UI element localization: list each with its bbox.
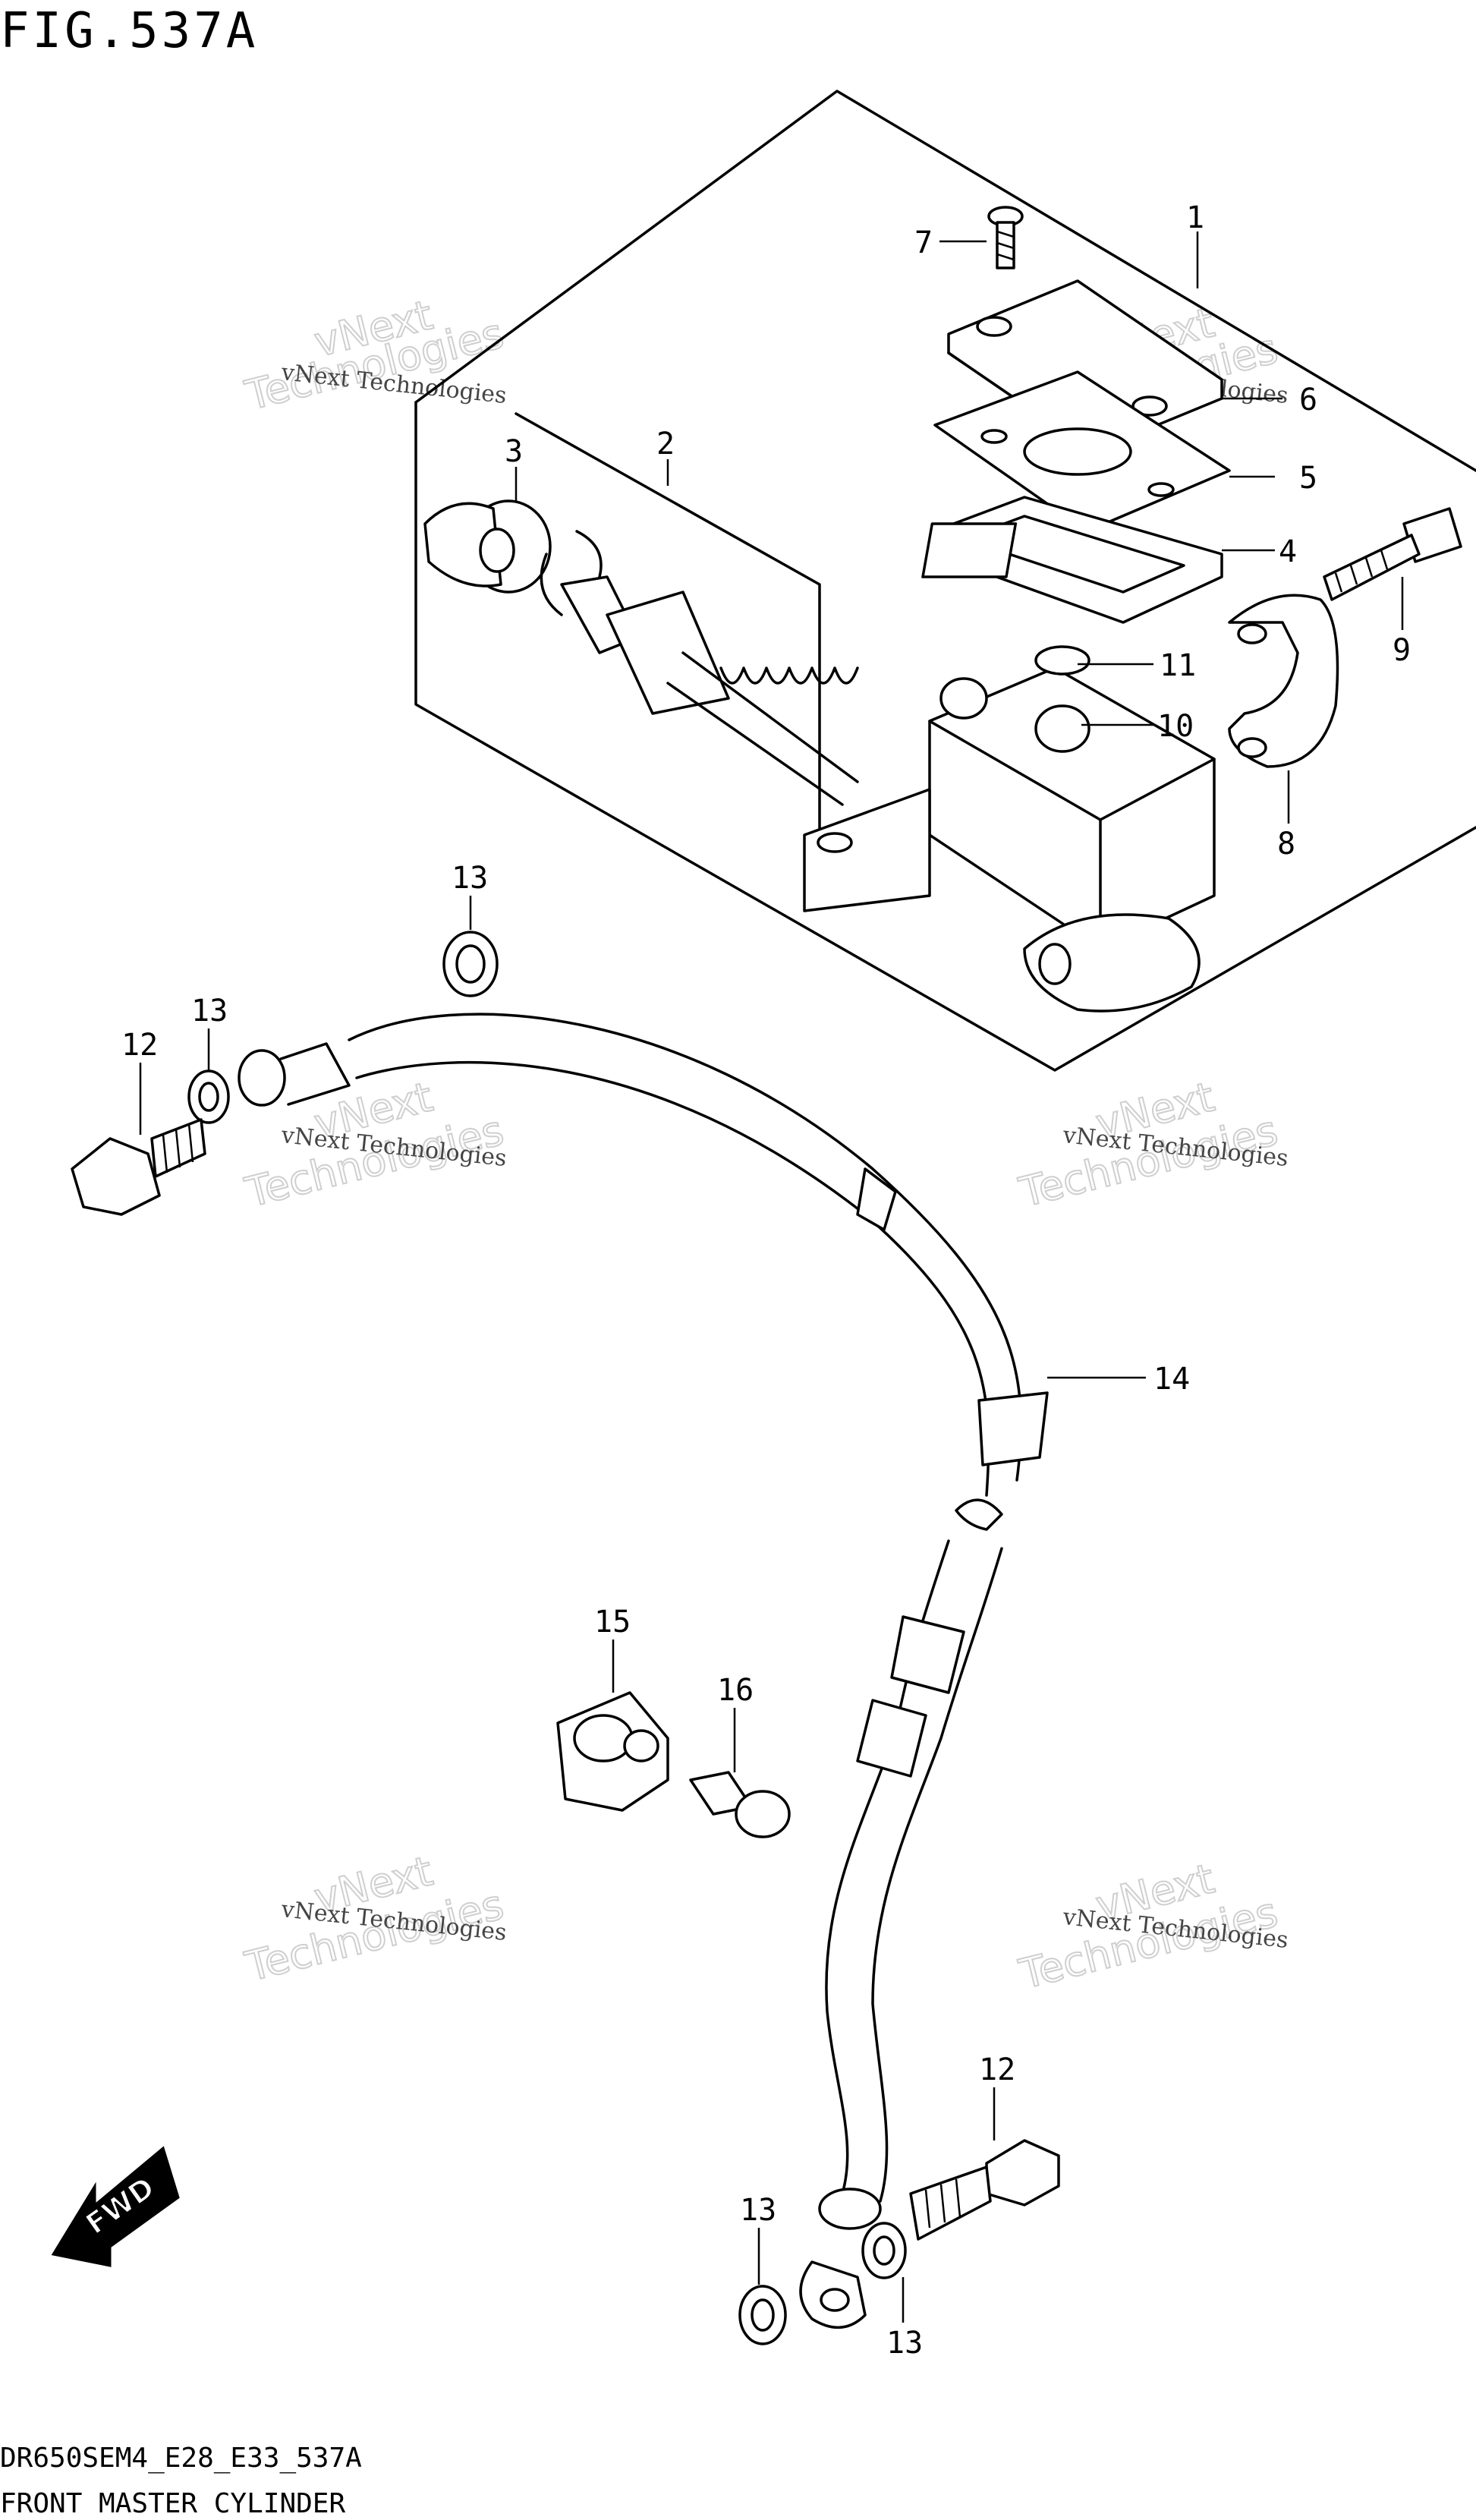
- figure-code: DR650SEM4_E28_E33_537A: [0, 2443, 362, 2474]
- assembly-outline-bottom: [414, 401, 1476, 1072]
- callout-1: 1: [1186, 200, 1204, 235]
- assembly-outline-top: [414, 90, 1476, 472]
- callout-15: 15: [594, 1605, 631, 1640]
- watermark-mid-left: Technologies vNext vNext Technologies: [240, 1072, 509, 1217]
- callout-11: 11: [1160, 648, 1196, 683]
- cap-screw: [987, 206, 1024, 269]
- handlebar-clamp: [1228, 594, 1339, 768]
- callout-13-bottom-left: 13: [740, 2193, 776, 2228]
- callout-16: 16: [717, 1673, 754, 1708]
- hose-clamp: [556, 1691, 669, 1812]
- circlip: [540, 530, 603, 616]
- clamp-bolt: [1323, 507, 1462, 601]
- callout-12-left: 12: [121, 1028, 158, 1063]
- clamp-screw: [689, 1771, 791, 1838]
- callout-13-left: 13: [191, 994, 228, 1028]
- figure-title: FIG.537A: [0, 3, 258, 59]
- banjo-bolt-right: [909, 2139, 1060, 2241]
- diaphragm: [921, 496, 1223, 624]
- figure-name: FRONT MASTER CYLINDER: [0, 2488, 345, 2519]
- callout-3: 3: [505, 434, 523, 469]
- piston-spring: [560, 575, 859, 806]
- callout-10: 10: [1157, 709, 1194, 744]
- callout-13-top: 13: [452, 861, 488, 896]
- watermark-mid-right: Technologies vNext vNext Technologies: [1014, 1072, 1289, 1217]
- washer-left: [187, 1069, 230, 1124]
- watermark-bottom-right: Technologies vNext vNext Technologies: [1014, 1854, 1289, 1999]
- callout-2: 2: [656, 427, 675, 461]
- piston-group-outline: [515, 412, 821, 836]
- callout-13-bottom-right: 13: [886, 2326, 923, 2361]
- banjo-bolt-left: [71, 1118, 206, 1216]
- arrow-shape: [51, 2146, 180, 2267]
- callout-4: 4: [1279, 534, 1297, 569]
- washer-bottom-left: [738, 2285, 787, 2345]
- watermark-bottom-left: Technologies vNext vNext Technologies: [240, 1846, 509, 1992]
- washer-bottom-right: [861, 2222, 907, 2279]
- callout-7: 7: [914, 225, 933, 260]
- callout-8: 8: [1277, 827, 1295, 862]
- watermark-top-left: Technologies vNext vNext Technologies: [240, 290, 509, 421]
- callout-12-right: 12: [979, 2052, 1015, 2087]
- callout-14: 14: [1153, 1362, 1190, 1397]
- dust-boot: [423, 499, 552, 594]
- brake-hose: [238, 1013, 1049, 2329]
- callout-6: 6: [1299, 383, 1317, 417]
- forward-direction-arrow: FWD: [51, 2146, 180, 2267]
- callout-5: 5: [1299, 461, 1317, 496]
- master-cylinder-body: [803, 645, 1216, 1013]
- leader-lines: [139, 232, 1404, 2323]
- washer-top: [442, 931, 499, 997]
- diaphragm-plate: [933, 370, 1231, 533]
- callout-9: 9: [1393, 633, 1411, 668]
